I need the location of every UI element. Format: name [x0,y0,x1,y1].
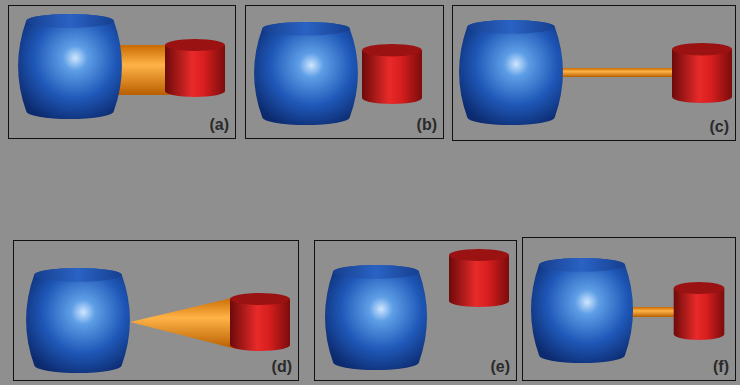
panel-label: (e) [490,358,510,376]
figure-panel: (a) [8,5,236,139]
figure-panel: (d) [13,240,299,381]
panel-label: (b) [417,116,437,134]
figure-panel: (e) [314,240,517,381]
figure-panel: (c) [452,5,736,141]
panel-label: (f) [713,358,729,376]
figure-panel: (f) [522,237,736,381]
figure-panel: (b) [245,5,444,139]
panel-label: (c) [709,118,729,136]
panel-label: (d) [272,358,292,376]
panel-label: (a) [209,116,229,134]
